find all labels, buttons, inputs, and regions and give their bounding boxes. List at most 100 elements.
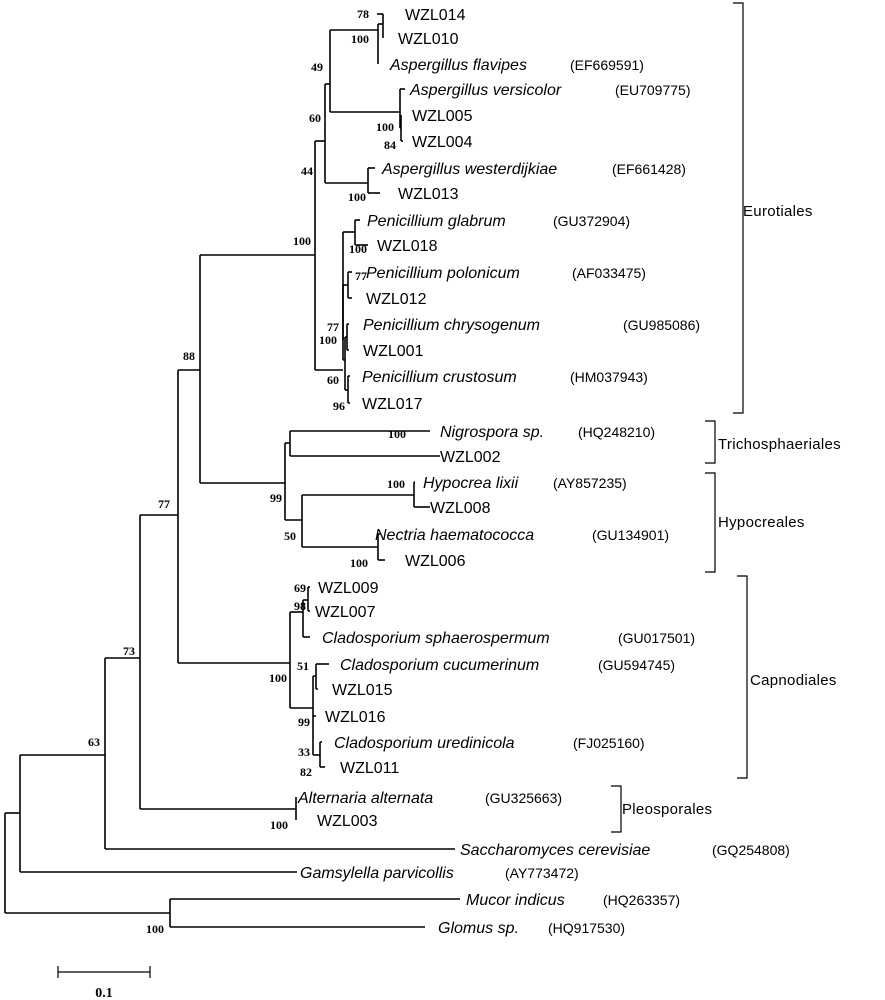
accession-number: (HQ263357): [603, 892, 680, 908]
order-label: Capnodiales: [750, 672, 837, 689]
bootstrap-value: 100: [293, 234, 311, 248]
order-bracket: [705, 420, 716, 464]
bootstrap-value: 77: [327, 320, 339, 334]
taxon-label: Mucor indicus: [466, 892, 565, 909]
accession-number: (EF661428): [612, 161, 686, 177]
accession-number: (HM037943): [570, 369, 648, 385]
bootstrap-value: 100: [349, 242, 367, 256]
tree-branches: [4, 13, 460, 928]
accession-number: (FJ025160): [573, 735, 645, 751]
bootstrap-values: 78 100 49 100 84 60 100 44 100 100 77 77 100 60 96 88 10…: [88, 7, 406, 936]
accession-number: (HQ248210): [578, 424, 655, 440]
bootstrap-value: 49: [311, 60, 323, 74]
order-bracket: [611, 785, 622, 833]
scale-bar-label: 0.1: [95, 986, 113, 1000]
taxon-label: WZL003: [317, 813, 378, 830]
bootstrap-value: 73: [123, 644, 135, 658]
bootstrap-value: 100: [350, 556, 368, 570]
accession-number: (AF033475): [572, 265, 646, 281]
order-label: Pleosporales: [622, 801, 712, 818]
bootstrap-value: 100: [269, 671, 287, 685]
taxon-label: Penicillium crustosum: [362, 369, 517, 386]
taxon-label: Aspergillus versicolor: [409, 82, 562, 99]
bootstrap-value: 69: [294, 581, 306, 595]
taxon-label: Penicillium chrysogenum: [363, 317, 540, 334]
taxon-label: Penicillium glabrum: [367, 213, 506, 230]
bootstrap-value: 100: [348, 190, 366, 204]
taxon-label: WZL004: [412, 134, 473, 151]
bootstrap-value: 78: [357, 7, 369, 21]
bootstrap-value: 77: [355, 269, 367, 283]
taxon-label: Aspergillus flavipes: [389, 57, 527, 74]
taxon-label: Alternaria alternata: [297, 790, 433, 807]
bootstrap-value: 100: [376, 120, 394, 134]
taxon-label: WZL018: [377, 238, 438, 255]
taxon-label: WZL009: [318, 580, 379, 597]
bootstrap-value: 84: [384, 138, 396, 152]
bootstrap-value: 100: [351, 32, 369, 46]
taxon-label: WZL014: [405, 7, 466, 24]
accession-number: (GU985086): [623, 317, 700, 333]
taxon-label: WZL008: [430, 500, 491, 517]
bootstrap-value: 99: [298, 715, 310, 729]
bootstrap-value: 100: [387, 477, 405, 491]
taxon-label: WZL016: [325, 709, 386, 726]
bootstrap-value: 33: [298, 745, 310, 759]
bootstrap-value: 51: [297, 659, 309, 673]
bootstrap-value: 60: [309, 111, 321, 125]
taxon-label: WZL017: [362, 396, 423, 413]
taxon-label: WZL001: [363, 343, 424, 360]
bootstrap-value: 44: [301, 164, 313, 178]
taxon-label: WZL006: [405, 553, 466, 570]
taxon-label: Cladosporium cucumerinum: [340, 657, 539, 674]
bootstrap-value: 63: [88, 735, 100, 749]
taxon-label: WZL011: [340, 760, 399, 777]
bootstrap-value: 98: [294, 599, 306, 613]
taxon-label: Gamsylella parvicollis: [300, 865, 454, 882]
bootstrap-value: 100: [146, 922, 164, 936]
taxon-label: Cladosporium uredinicola: [334, 735, 515, 752]
accession-number: (GU134901): [592, 527, 669, 543]
accession-number: (AY773472): [505, 865, 579, 881]
bootstrap-value: 88: [183, 349, 195, 363]
taxon-label: WZL015: [332, 682, 393, 699]
taxon-label: WZL013: [398, 186, 459, 203]
taxon-label: Nigrospora sp.: [440, 424, 544, 441]
accession-number: (EU709775): [615, 82, 691, 98]
bootstrap-value: 100: [270, 818, 288, 832]
taxon-label: Saccharomyces cerevisiae: [460, 842, 650, 859]
accession-number: (GU594745): [598, 657, 675, 673]
taxon-label: WZL007: [315, 604, 376, 621]
taxon-label: WZL012: [366, 291, 427, 308]
taxon-label: Penicillium polonicum: [366, 265, 520, 282]
bootstrap-value: 100: [388, 427, 406, 441]
order-label: Eurotiales: [743, 203, 813, 220]
bootstrap-value: 50: [284, 529, 296, 543]
accession-number: (AY857235): [553, 475, 627, 491]
scale-bar: 0.1: [57, 966, 151, 1000]
taxon-label: Hypocrea lixii: [423, 475, 519, 492]
taxon-label: Aspergillus westerdijkiae: [381, 161, 557, 178]
accession-number: (GU017501): [618, 630, 695, 646]
order-bracket: [705, 472, 716, 573]
bootstrap-value: 82: [300, 765, 312, 779]
bootstrap-value: 60: [327, 373, 339, 387]
accession-number: (GU372904): [553, 213, 630, 229]
bootstrap-value: 77: [158, 497, 170, 511]
bootstrap-value: 99: [270, 491, 282, 505]
taxon-label: WZL002: [440, 449, 501, 466]
taxon-label: WZL005: [412, 108, 473, 125]
taxon-label: Nectria haematococca: [375, 527, 534, 544]
accession-number: (GU325663): [485, 790, 562, 806]
order-brackets: EurotialesTrichosphaerialesHypocrealesCa…: [611, 2, 841, 833]
order-bracket: [733, 2, 744, 414]
accession-number: (HQ917530): [548, 920, 625, 936]
bootstrap-value: 96: [333, 399, 345, 413]
order-label: Trichosphaeriales: [718, 436, 841, 453]
accession-number: (GQ254808): [712, 842, 790, 858]
taxon-label: WZL010: [398, 31, 459, 48]
accession-number: (EF669591): [570, 57, 644, 73]
taxon-label: Glomus sp.: [438, 920, 519, 937]
